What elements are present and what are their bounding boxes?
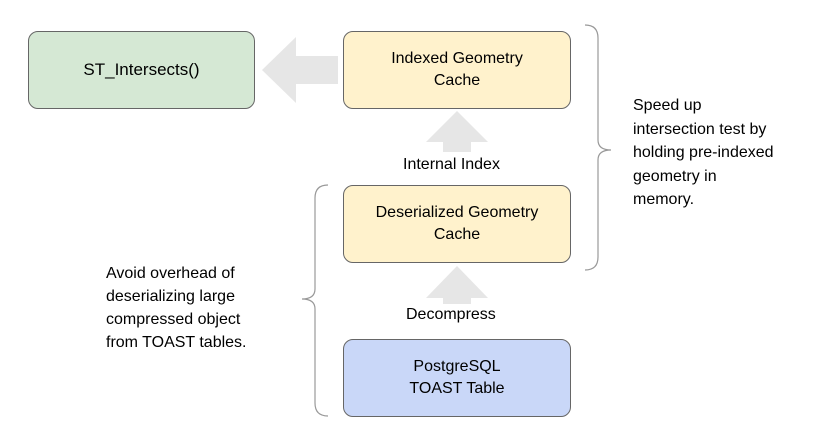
speed-up-note-line: Speed up bbox=[633, 97, 702, 114]
speed-up-note-line: holding pre-indexed bbox=[633, 144, 774, 161]
toast-table-label-line2: TOAST Table bbox=[409, 380, 505, 397]
deserialized-cache-label-line1: Deserialized Geometry bbox=[375, 204, 539, 221]
arrow-left-to-st-intersects bbox=[262, 37, 338, 103]
speed-up-note-line: geometry in bbox=[633, 167, 717, 185]
speed-up-note-line: intersection test by bbox=[633, 120, 767, 138]
decompress-label: Decompress bbox=[406, 306, 496, 323]
st-intersects-label: ST_Intersects() bbox=[83, 60, 200, 79]
avoid-overhead-note-line: Avoid overhead of bbox=[106, 265, 235, 282]
indexed-geometry-cache-box: Indexed Geometry Cache bbox=[343, 31, 571, 109]
deserialized-geometry-cache-box: Deserialized Geometry Cache bbox=[343, 185, 571, 263]
avoid-overhead-note-line: deserializing large bbox=[106, 288, 235, 305]
st-intersects-box: ST_Intersects() bbox=[28, 31, 255, 109]
postgresql-toast-table-box: PostgreSQL TOAST Table bbox=[343, 339, 571, 417]
arrow-up-internal-index bbox=[426, 111, 488, 152]
indexed-cache-label-line2: Cache bbox=[433, 72, 481, 89]
arrow-up-decompress bbox=[426, 266, 488, 304]
avoid-overhead-note-line: compressed object bbox=[106, 311, 241, 328]
internal-index-label: Internal Index bbox=[403, 156, 500, 173]
indexed-cache-label-line1: Indexed Geometry bbox=[391, 50, 523, 67]
avoid-overhead-note: Avoid overhead of deserializing large co… bbox=[106, 262, 247, 354]
speed-up-note-line: memory. bbox=[633, 191, 695, 208]
speed-up-note: Speed up intersection test by holding pr… bbox=[633, 94, 774, 212]
right-curly-brace bbox=[584, 24, 612, 271]
left-curly-brace bbox=[301, 184, 329, 417]
toast-table-label-line1: PostgreSQL bbox=[413, 358, 501, 375]
avoid-overhead-note-line: from TOAST tables. bbox=[106, 334, 247, 351]
deserialized-cache-label-line2: Cache bbox=[433, 226, 481, 243]
